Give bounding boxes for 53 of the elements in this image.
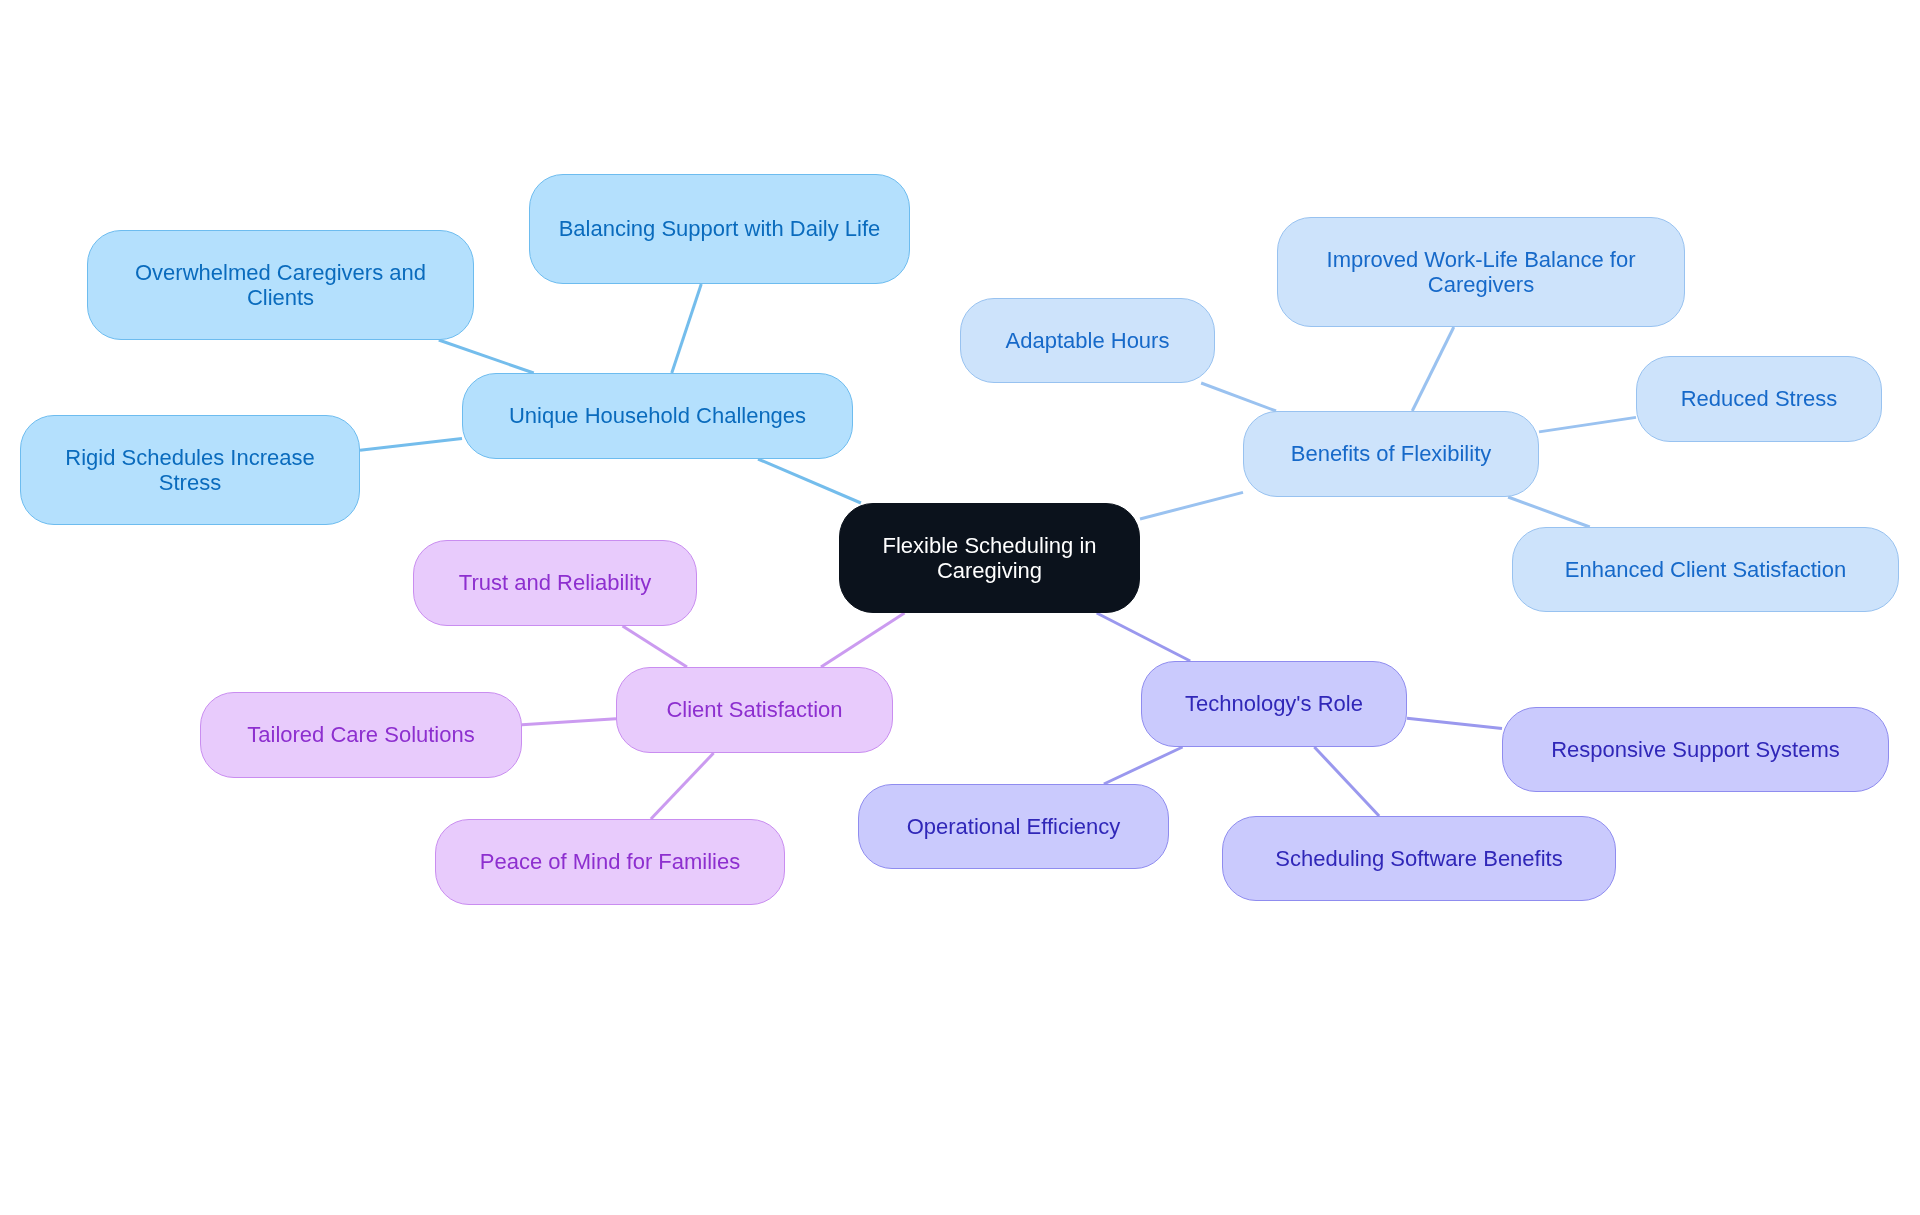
topic-box [616,667,893,753]
topic-label: Reduced Stress [1680,386,1838,412]
topic-label: Enhanced Client Satisfaction [1564,556,1847,583]
topic-box [435,819,785,905]
topic-box [960,298,1215,383]
central-topic-box [839,503,1140,613]
topic-label: Flexible Scheduling in Caregiving [881,532,1098,584]
connector-line [521,717,617,727]
connector-line [757,457,862,505]
topic-label: Balancing Support with Daily Life [558,216,881,242]
topic-label: Adaptable Hours [1005,327,1170,354]
connector-line [649,751,715,821]
connector-line [621,624,688,669]
connector-line [1103,745,1184,786]
topic-label: Peace of Mind for Families [479,849,741,875]
connector-line [1313,745,1381,818]
topic-label: Overwhelmed Caregivers and Clients [134,259,427,311]
topic-box [1243,411,1539,497]
topic-label: Trust and Reliability [458,570,652,596]
topic-box [200,692,522,778]
topic-label: Operational Efficiency [906,813,1121,840]
topic-label: Benefits of Flexibility [1290,441,1492,467]
connector-line [359,437,463,452]
connector-line [670,283,703,374]
connector-line [1507,495,1591,529]
topic-label: Tailored Care Solutions [247,722,475,748]
connector-line [1096,611,1191,663]
topic-box [1141,661,1407,747]
topic-box [1277,217,1685,327]
topic-label: Improved Work-Life Balance for Caregivers [1325,246,1637,298]
topic-box [529,174,910,284]
topic-label: Technology's Role [1185,691,1363,717]
topic-box [858,784,1169,869]
connector-line [820,611,906,669]
topic-label: Scheduling Software Benefits [1275,845,1563,872]
topic-box [1502,707,1889,792]
connector-line [1410,326,1456,412]
topic-box [1512,527,1899,612]
topic-box [462,373,853,459]
topic-box [1222,816,1616,901]
connector-line [1406,716,1503,731]
connector-line [1538,415,1637,434]
topic-box [1636,356,1882,442]
connector-line [438,338,535,375]
topic-box [413,540,697,626]
topic-label: Unique Household Challenges [508,403,807,429]
topic-label: Client Satisfaction [666,697,843,723]
connector-line [1200,381,1277,413]
connector-line [1139,490,1244,521]
topic-label: Responsive Support Systems [1551,736,1840,763]
topic-label: Rigid Schedules Increase Stress [64,444,316,496]
topic-box [20,415,360,525]
topic-box [87,230,474,340]
